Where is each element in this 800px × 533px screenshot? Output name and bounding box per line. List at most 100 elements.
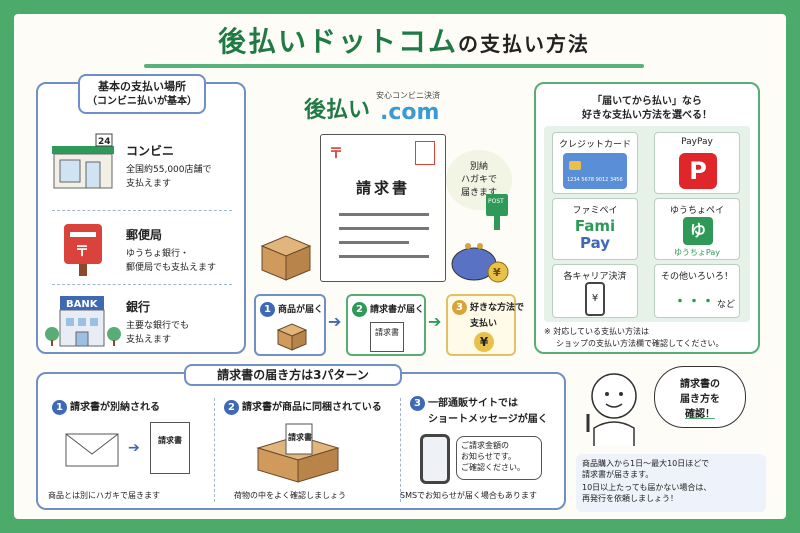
step-number: 1	[260, 302, 275, 317]
infographic-sheet: 後払いドットコムの支払い方法 基本の支払い場所 （コンビニ払いが基本） 24 コ…	[14, 14, 786, 519]
methods-heading-1: 「届いてから払い」なら	[592, 96, 702, 107]
payment-places-panel: 基本の支払い場所 （コンビニ払いが基本） 24 コンビニ 全国約55,000店舗…	[36, 74, 246, 354]
method-label: 各キャリア決済	[563, 272, 627, 282]
credit-card-icon: 1234 5678 9012 3456	[563, 153, 627, 189]
famipay-logo-1: Fami	[574, 217, 616, 235]
place-name-bank: 銀行	[126, 300, 151, 314]
bank-sign-text: BANK	[66, 299, 99, 310]
text-line	[339, 227, 429, 230]
post-box-icon: POST	[486, 194, 508, 230]
method-label: ゆうちょペイ	[669, 206, 724, 216]
smartphone-icon	[420, 434, 450, 484]
parcel-box-icon	[260, 235, 312, 281]
methods-heading-2: 好きな支払い方法を選べる！	[582, 110, 712, 121]
arrow-right-icon: ➔	[128, 440, 140, 456]
place-name-convenience: コンビニ	[126, 144, 175, 158]
note-line-2: ハガキで	[460, 175, 497, 185]
flow-step-label: 好きな方法で	[470, 303, 525, 313]
page-title: 後払いドットコムの支払い方法	[134, 20, 674, 64]
place-desc-convenience-2: 支払えます	[126, 179, 172, 189]
title-main: 後払いドットコム	[217, 25, 458, 58]
note-line-1: 別納	[469, 162, 488, 172]
logo-tagline: 安心コンビニ決済	[376, 91, 440, 100]
sms-line-1: ご請求金額の	[461, 441, 509, 450]
places-heading-line2: （コンビニ払いが基本）	[87, 96, 197, 107]
arrow-right-icon: ➔	[428, 312, 442, 331]
place-desc-bank-2: 支払えます	[126, 335, 172, 345]
pattern-caption: 商品とは別にハガキで届きます	[48, 491, 160, 500]
method-label: クレジットカード	[558, 140, 631, 150]
convenience-store-icon: 24	[52, 133, 114, 189]
purse-icon: ¥	[451, 243, 509, 283]
envelope-icon	[65, 433, 119, 467]
method-carrier-billing: 各キャリア決済 ¥	[552, 264, 638, 318]
pattern-title-2: ショートメッセージが届く	[428, 414, 548, 425]
famipay-logo-2: Pay	[579, 234, 611, 252]
places-heading-line1: 基本の支払い場所	[98, 80, 186, 93]
brand-logo: 後払い 安心コンビニ決済 .com	[304, 84, 484, 125]
person-pointing-icon	[586, 373, 637, 446]
divider	[52, 284, 232, 285]
sms-bubble: ご請求金額の お知らせです。 ご確認ください。	[456, 436, 542, 480]
advice-line-2: 請求書が届きます。	[582, 470, 654, 479]
smartphone-icon: ¥	[585, 282, 605, 316]
stamp-box	[415, 141, 435, 165]
more-dots: ・・・	[673, 294, 715, 310]
methods-grid: クレジットカード 1234 5678 9012 3456 PayPay P ファ…	[544, 126, 750, 322]
text-line	[339, 255, 429, 258]
logo-dot-com: .com	[380, 100, 440, 125]
flow-step-label-2: 支払い	[470, 319, 498, 329]
divider	[52, 210, 232, 211]
delivery-heading: 請求書の届き方は3パターン	[184, 364, 402, 386]
place-desc-convenience-1: 全国約55,000店舗で	[126, 165, 212, 175]
arrow-right-icon: ➔	[328, 312, 342, 331]
sms-line-2: お知らせです。	[461, 452, 517, 461]
flow-step-label: 請求書が届く	[370, 305, 425, 315]
mini-invoice: 請求書	[150, 422, 190, 474]
card-number: 1234 5678 9012 3456	[567, 177, 623, 183]
place-desc-post-office-2: 郵便局でも支払えます	[126, 263, 217, 273]
advice-box: 商品購入から1日〜最大10日ほどで 請求書が届きます。 10日以上たっても届かな…	[576, 454, 766, 512]
step-number: 1	[52, 400, 67, 415]
places-heading: 基本の支払い場所 （コンビニ払いが基本）	[78, 74, 206, 114]
step-number: 2	[352, 302, 367, 317]
more-label: など	[717, 300, 736, 310]
step-number: 3	[452, 300, 467, 315]
advice-line-1: 商品購入から1日〜最大10日ほどで	[582, 459, 710, 468]
divider	[400, 398, 401, 502]
place-desc-post-office-1: ゆうちょ銀行・	[126, 249, 190, 259]
bubble-line-1: 請求書の	[680, 379, 720, 390]
title-underline	[144, 64, 644, 68]
yen-symbol: ¥	[493, 266, 501, 279]
method-famipay: ファミペイ Fami Pay	[552, 198, 638, 260]
advice-speech-bubble: 請求書の 届き方を 確認！	[654, 366, 746, 428]
step-number: 3	[410, 396, 425, 411]
method-label: PayPay	[681, 137, 713, 147]
bubble-line-2: 届き方を	[680, 394, 720, 405]
open-box-icon	[256, 423, 340, 483]
svg-text:〒: 〒	[75, 244, 89, 260]
note-line-3: 届きます	[460, 188, 497, 198]
step-number: 2	[224, 400, 239, 415]
mini-invoice: 請求書	[370, 322, 404, 352]
logo-text: 後払い	[304, 98, 371, 123]
yucho-sub-label: ゆうちょPay	[673, 248, 721, 257]
pattern-title: 請求書が商品に同梱されている	[242, 402, 382, 413]
method-label: ファミペイ	[572, 206, 618, 216]
flow-step-label: 商品が届く	[278, 305, 324, 315]
post-box-icon: 〒	[64, 224, 102, 276]
invoice-postcard: 〒 請求書	[320, 134, 446, 282]
text-line	[339, 213, 429, 216]
method-label: その他いろいろ！	[660, 272, 733, 282]
pattern-caption: 荷物の中をよく確認しましょう	[234, 491, 346, 500]
method-credit-card: クレジットカード 1234 5678 9012 3456	[552, 132, 638, 194]
divider	[214, 398, 215, 502]
yucho-logo-icon: ゆ	[683, 217, 713, 245]
methods-note-1: ※ 対応している支払い方法は	[544, 327, 650, 336]
text-line	[339, 241, 409, 244]
bank-building-icon: BANK	[45, 296, 121, 347]
store-sign-text: 24	[98, 137, 111, 147]
